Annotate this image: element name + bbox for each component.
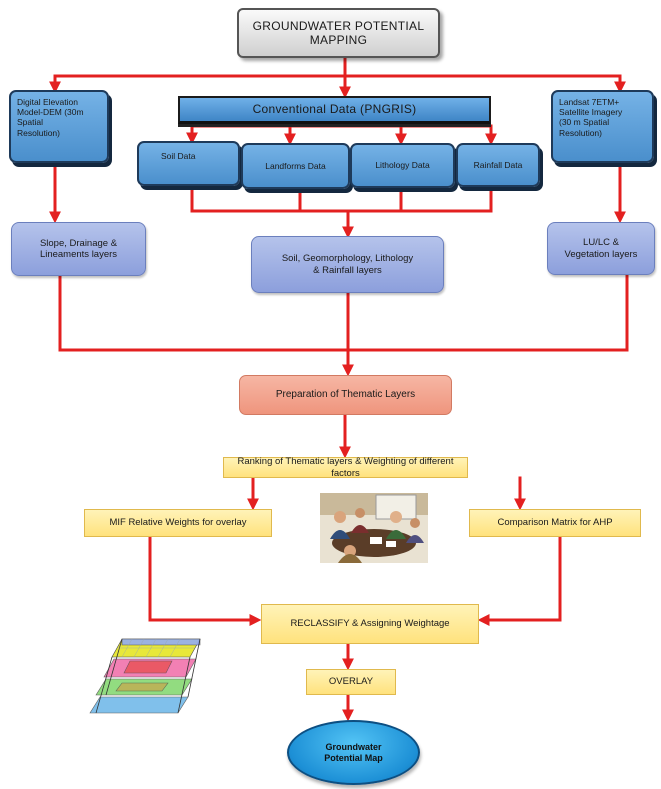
lulc-layers-box: LU/LC & Vegetation layers (547, 222, 655, 275)
comparison-matrix-box: Comparison Matrix for AHP (469, 509, 641, 537)
rainfall-data-box: Rainfall Data (456, 143, 540, 187)
dem-box: Digital Elevation Model-DEM (30m Spatial… (9, 90, 109, 163)
connector-comparison-to-reclassify (477, 535, 562, 626)
overlay-box: OVERLAY (306, 669, 396, 695)
mif-weights-box: MIF Relative Weights for overlay (84, 509, 272, 537)
ranking-box: Ranking of Thematic layers & Weighting o… (223, 456, 468, 479)
soil-geo-layers-box: Soil, Geomorphology, Lithology & Rainfal… (251, 236, 444, 293)
people-meeting-illustration (320, 493, 428, 563)
connector-mif-to-reclassify (148, 535, 262, 626)
groundwater-potential-map-oval: Groundwater Potential Map (287, 720, 420, 785)
slope-layers-box: Slope, Drainage & Lineaments layers (11, 222, 146, 276)
landsat-box: Landsat 7ETM+ Satellite Imagery (30 m Sp… (551, 90, 654, 163)
conventional-data-box: Conventional Data (PNGRIS) (178, 96, 491, 124)
reclassify-box: RECLASSIFY & Assigning Weightage (261, 604, 479, 644)
landforms-data-box: Landforms Data (241, 143, 350, 189)
thematic-layers-box: Preparation of Thematic Layers (239, 375, 452, 415)
stacked-layers-3d-illustration (89, 638, 201, 714)
soil-data-box: Soil Data (137, 141, 240, 186)
title-box: GROUNDWATER POTENTIAL MAPPING (237, 8, 440, 58)
lithology-data-box: Lithology Data (350, 143, 455, 188)
